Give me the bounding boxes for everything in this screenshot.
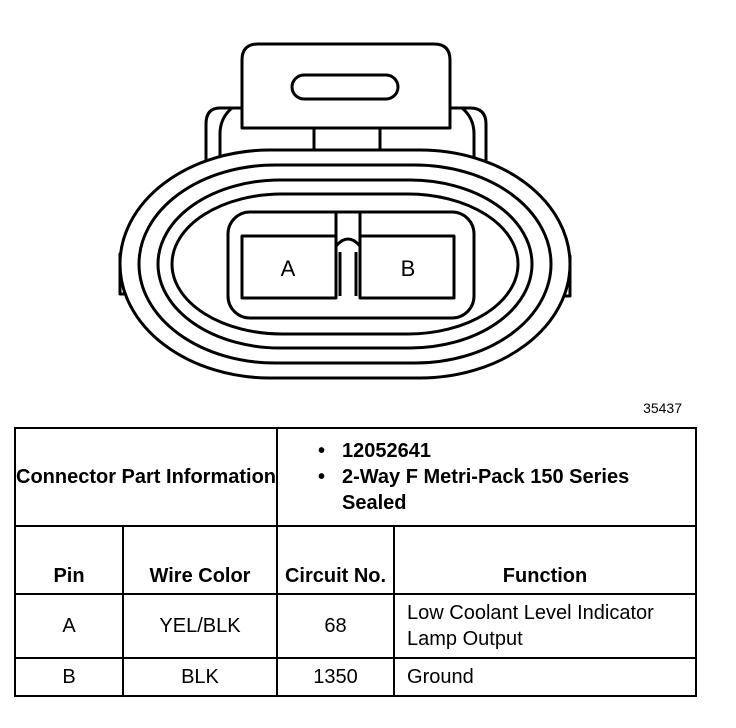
cell-wire-color: BLK	[121, 657, 279, 697]
left-shoulder	[204, 106, 242, 176]
part-number: • 12052641	[318, 438, 695, 464]
part-description: • 2-Way F Metri-Pack 150 Series Sealed	[318, 464, 695, 516]
bullet-icon: •	[318, 440, 326, 462]
cell-pin: B	[14, 657, 124, 697]
figure-id: 35437	[643, 400, 682, 416]
cell-function: Low Coolant Level Indicator Lamp Output	[393, 593, 698, 659]
latch-slot	[290, 73, 400, 101]
part-description-text: 2-Way F Metri-Pack 150 Series Sealed	[342, 466, 630, 514]
bullet-icon: •	[318, 466, 326, 488]
cell-function: Ground	[393, 657, 698, 697]
part-info-details: • 12052641 • 2-Way F Metri-Pack 150 Series…	[276, 427, 698, 527]
connector-body-outer	[118, 148, 572, 380]
header-circuit-no: Circuit No.	[276, 525, 396, 595]
connector-body-ring-3	[156, 178, 534, 350]
center-key	[334, 212, 362, 298]
pin-label-b: B	[401, 256, 416, 281]
right-shoulder	[450, 106, 488, 176]
cell-wire-color: YEL/BLK	[121, 593, 279, 659]
cavity-housing	[226, 210, 476, 320]
part-info-row: Connector Part Information • 12052641 • 2-…	[13, 427, 698, 527]
pin-label-a: A	[281, 256, 296, 281]
cell-circuit: 1350	[276, 657, 396, 697]
header-wire-color: Wire Color	[121, 525, 279, 595]
part-info-label: Connector Part Information	[13, 427, 279, 527]
table-row: B BLK 1350 Ground	[14, 657, 698, 697]
connector-body-ring-2	[137, 163, 553, 365]
header-pin: Pin	[14, 525, 124, 595]
cell-circuit: 68	[276, 593, 396, 659]
connector-diagram: A B	[118, 42, 572, 380]
connector-body-ring-4	[170, 192, 520, 336]
latch-tab	[240, 42, 452, 130]
header-row: Pin Wire Color Circuit No. Function	[14, 525, 698, 595]
cell-pin: A	[14, 593, 124, 659]
table-row: A YEL/BLK 68 Low Coolant Level Indicator…	[14, 593, 698, 659]
connector-info-table: Connector Part Information • 12052641 • 2-…	[13, 427, 698, 697]
part-number-text: 12052641	[342, 440, 431, 462]
header-function: Function	[393, 525, 698, 595]
